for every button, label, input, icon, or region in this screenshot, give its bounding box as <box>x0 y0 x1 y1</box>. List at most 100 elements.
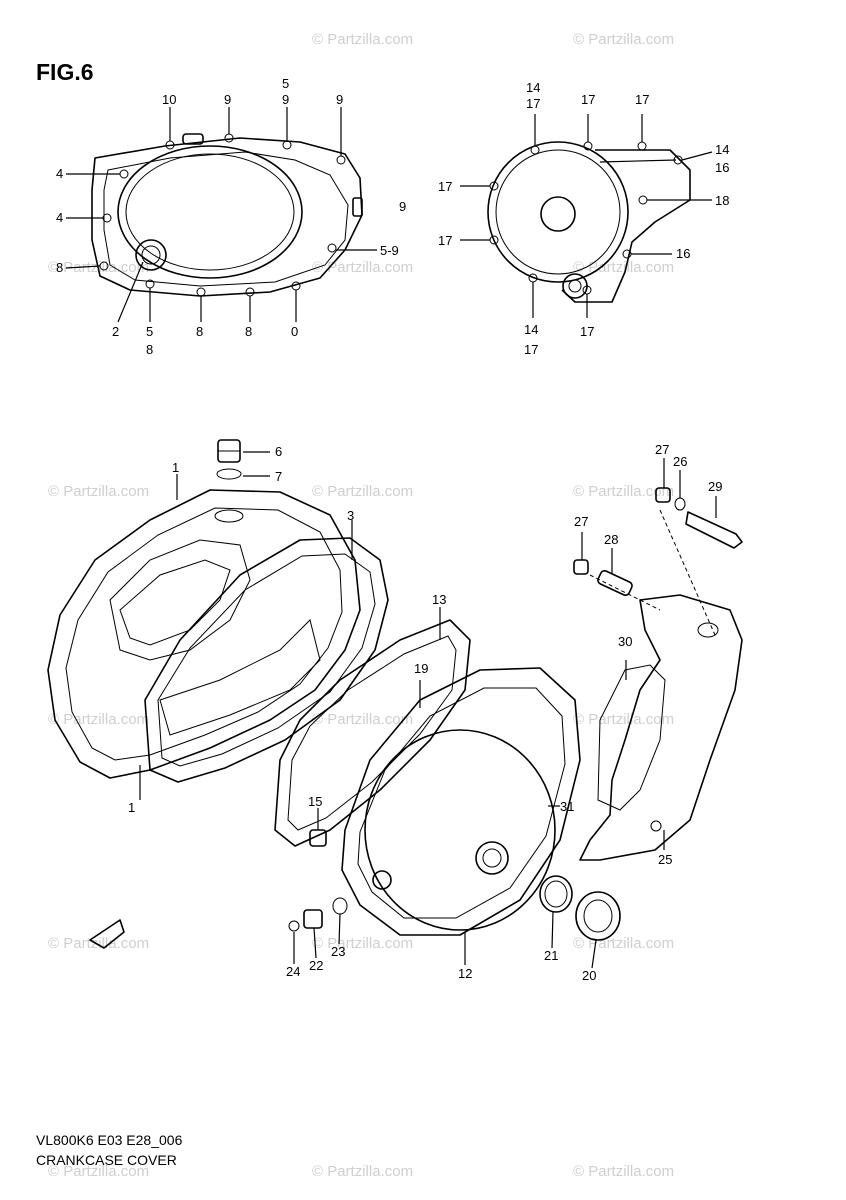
left-cover-flange <box>103 151 349 287</box>
callout: 8 <box>56 260 63 275</box>
callout: 19 <box>414 661 428 676</box>
callout: 0 <box>291 324 298 339</box>
right-cover-rim <box>495 149 621 275</box>
callout: 17 <box>526 96 540 111</box>
front-direction-arrow-icon <box>89 919 125 949</box>
callout: 9 <box>399 199 406 214</box>
diagram-caption: CRANKCASE COVER <box>36 1152 177 1168</box>
callout: 29 <box>708 479 722 494</box>
inspection-hole <box>372 870 392 890</box>
small-seal <box>288 920 300 932</box>
watermark: © Partzilla.com <box>312 259 413 276</box>
watermark: © Partzilla.com <box>573 259 674 276</box>
callout: 23 <box>331 944 345 959</box>
diagram-code: VL800K6 E03 E28_006 <box>36 1132 183 1148</box>
callout: 4 <box>56 210 63 225</box>
left-cover-dome-rim <box>125 153 295 271</box>
watermark: © Partzilla.com <box>312 935 413 952</box>
callout: 21 <box>544 948 558 963</box>
right-cover-bolt-layout <box>460 114 713 318</box>
callout: 17 <box>635 92 649 107</box>
callout: 16 <box>676 246 690 261</box>
inspection-cap <box>575 891 621 941</box>
left-cover-boss <box>352 197 363 217</box>
left-cover-dome <box>117 145 303 279</box>
callout: 3 <box>347 508 354 523</box>
callout: 4 <box>56 166 63 181</box>
callout: 7 <box>275 469 282 484</box>
callout: 22 <box>309 958 323 973</box>
left-cover-inner-pattern <box>109 539 251 661</box>
right-cover-lower-boss <box>562 273 588 299</box>
callout: 13 <box>432 592 446 607</box>
callout: 5 <box>282 76 289 91</box>
spacer <box>597 569 633 597</box>
callout: 14 <box>524 322 538 337</box>
callout: 26 <box>673 454 687 469</box>
callout: 31 <box>560 799 574 814</box>
collar-nut <box>573 559 589 575</box>
callout: 17 <box>438 233 452 248</box>
left-cover-gasket <box>144 537 389 783</box>
right-cover-hub <box>540 196 576 232</box>
watermark: © Partzilla.com <box>573 483 674 500</box>
watermark: © Partzilla.com <box>573 711 674 728</box>
watermark: © Partzilla.com <box>573 1163 674 1180</box>
callout: 30 <box>618 634 632 649</box>
callout: 17 <box>438 179 452 194</box>
leader-lines <box>65 107 377 323</box>
exploded-view <box>47 439 743 969</box>
watermark: © Partzilla.com <box>48 711 149 728</box>
right-cover-extension <box>561 149 691 303</box>
callout: 17 <box>524 342 538 357</box>
cap-nut <box>655 487 671 503</box>
watermark: © Partzilla.com <box>48 935 149 952</box>
callout: 9 <box>336 92 343 107</box>
callout: 12 <box>458 966 472 981</box>
right-cover-hub <box>475 841 509 875</box>
watermark: © Partzilla.com <box>48 483 149 500</box>
right-cover-gasket <box>274 619 471 847</box>
callout: 2 <box>112 324 119 339</box>
right-cover-outline <box>487 141 629 283</box>
watermark: © Partzilla.com <box>312 31 413 48</box>
callout: 8 <box>196 324 203 339</box>
watermark: © Partzilla.com <box>573 31 674 48</box>
plug-washer <box>332 897 348 915</box>
sprocket-guard <box>579 594 743 861</box>
callout: 9 <box>282 92 289 107</box>
callout: 5 <box>146 324 153 339</box>
left-crankcase-cover <box>47 489 361 779</box>
leader-lines <box>460 114 713 318</box>
callout: 1 <box>172 460 179 475</box>
callout: 16 <box>715 160 729 175</box>
callout: 5-9 <box>380 243 399 258</box>
callout: 15 <box>308 794 322 809</box>
o-ring <box>216 468 242 480</box>
figure-title: FIG.6 <box>36 59 94 85</box>
left-cover-bolt-layout <box>65 107 377 323</box>
callout: 9 <box>224 92 231 107</box>
watermark: © Partzilla.com <box>312 1163 413 1180</box>
callout: 28 <box>604 532 618 547</box>
callout: 8 <box>245 324 252 339</box>
mounting-bolt <box>685 511 743 549</box>
watermark: © Partzilla.com <box>48 1163 149 1180</box>
callout: 6 <box>275 444 282 459</box>
oil-filler-plug-center <box>141 245 161 265</box>
watermark: © Partzilla.com <box>312 711 413 728</box>
callout: 1 <box>128 800 135 815</box>
callout: 18 <box>715 193 729 208</box>
callout-labels: 10 9 5 9 9 4 4 8 9 5-9 2 5 8 8 8 0 14 17… <box>56 76 729 983</box>
right-crankcase-cover <box>341 667 581 936</box>
right-cover-dome <box>364 729 556 931</box>
guard-inner-plate <box>597 664 666 811</box>
callout: 17 <box>580 324 594 339</box>
callout: 14 <box>715 142 729 157</box>
callout: 17 <box>581 92 595 107</box>
watermark: © Partzilla.com <box>312 483 413 500</box>
plug <box>303 909 323 929</box>
oil-filler-plug <box>135 239 167 271</box>
